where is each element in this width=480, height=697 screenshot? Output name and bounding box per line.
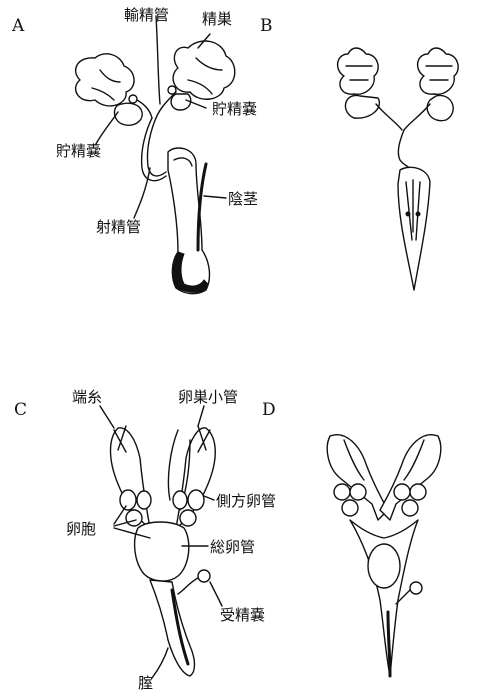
testis-b-right bbox=[418, 48, 459, 94]
panel-label-a: A bbox=[12, 16, 24, 36]
label-oocytes: 卵胞 bbox=[66, 518, 96, 539]
testis-left bbox=[76, 54, 134, 106]
testis-b-left bbox=[338, 48, 379, 94]
panel-label-d: D bbox=[262, 400, 276, 420]
male-system-b bbox=[338, 48, 459, 290]
label-ejaculatory-duct: 射精管 bbox=[96, 216, 141, 237]
aedeagus-b bbox=[398, 167, 430, 290]
label-common-oviduct: 総卵管 bbox=[210, 536, 255, 557]
label-spermatheca: 受精嚢 bbox=[220, 604, 265, 625]
spermatheca bbox=[198, 570, 210, 582]
panel-label-b: B bbox=[260, 16, 273, 36]
testis-right bbox=[173, 41, 235, 99]
label-vagina: 腟 bbox=[138, 672, 153, 693]
seminal-vesicle-left bbox=[115, 103, 143, 125]
female-system-c bbox=[100, 406, 222, 678]
label-terminal-filament: 端糸 bbox=[72, 386, 102, 407]
female-system-d bbox=[327, 435, 441, 676]
label-seminal-vesicle-right: 貯精嚢 bbox=[212, 98, 257, 119]
common-oviduct bbox=[135, 522, 189, 581]
ejaculatory-duct bbox=[142, 118, 166, 181]
seminal-vesicle-right bbox=[171, 94, 191, 110]
label-lateral-oviduct: 側方卵管 bbox=[216, 490, 276, 511]
label-vas-efferens: 輸精管 bbox=[124, 4, 169, 25]
label-ovariole: 卵巣小管 bbox=[178, 386, 238, 407]
label-penis: 陰茎 bbox=[228, 188, 258, 209]
panel-label-c: C bbox=[14, 400, 27, 420]
label-testis: 精巣 bbox=[202, 8, 232, 29]
label-seminal-vesicle-left: 貯精嚢 bbox=[56, 140, 101, 161]
